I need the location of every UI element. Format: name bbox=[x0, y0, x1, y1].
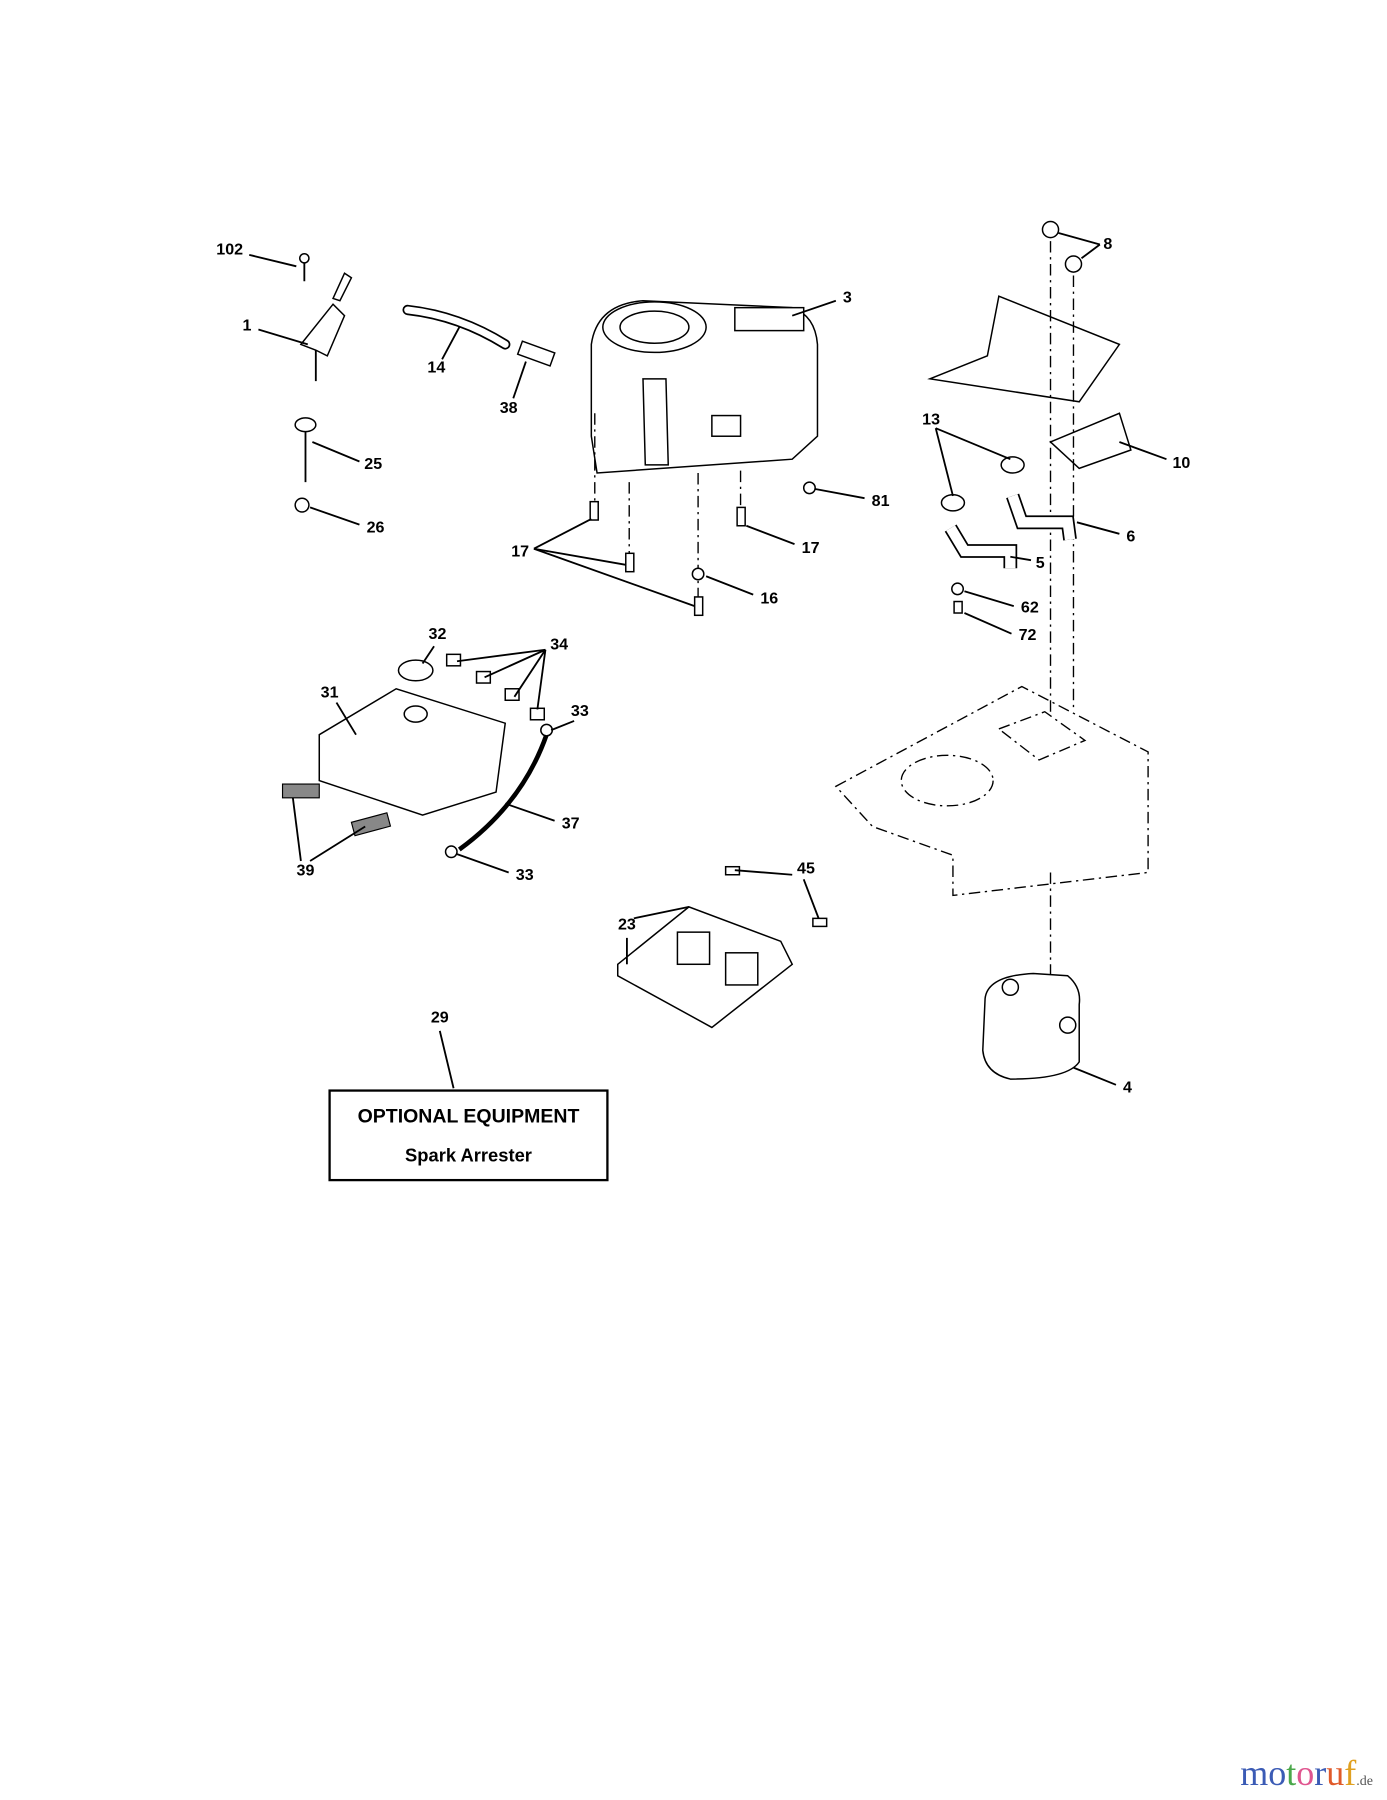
part-callout: 39 bbox=[297, 862, 315, 880]
leader-line bbox=[550, 720, 575, 731]
leader-line bbox=[964, 612, 1012, 635]
leader-line bbox=[734, 869, 793, 876]
air-cleaner-cover-part bbox=[318, 687, 507, 816]
leader-line bbox=[705, 575, 754, 596]
leader-line bbox=[1080, 243, 1101, 260]
part-callout: 33 bbox=[571, 702, 589, 720]
part-callout: 3 bbox=[843, 289, 852, 307]
optional-equipment-box bbox=[328, 1089, 609, 1182]
leader-line bbox=[745, 524, 795, 545]
leader-line bbox=[1073, 1066, 1117, 1086]
leader-line bbox=[934, 427, 954, 497]
muffler-part bbox=[982, 972, 1081, 1080]
leader-line bbox=[791, 299, 837, 317]
bolt-part bbox=[589, 500, 599, 521]
part-callout: 1 bbox=[242, 316, 251, 334]
part-callout: 5 bbox=[1036, 554, 1045, 572]
leader-line bbox=[815, 488, 865, 500]
part-callout: 6 bbox=[1126, 527, 1135, 545]
leader-line bbox=[802, 879, 820, 919]
part-callout: 23 bbox=[618, 916, 636, 934]
leader-line bbox=[1010, 555, 1032, 562]
leader-line bbox=[484, 648, 546, 679]
part-callout: 13 bbox=[922, 410, 940, 428]
part-callout: 8 bbox=[1103, 235, 1112, 253]
part-callout: 45 bbox=[797, 859, 815, 877]
part-callout: 17 bbox=[802, 539, 820, 557]
leader-line bbox=[1076, 521, 1120, 535]
leader-line bbox=[633, 905, 690, 920]
part-callout: 16 bbox=[760, 589, 778, 607]
leader-line bbox=[441, 326, 461, 360]
part-callout: 25 bbox=[364, 455, 382, 473]
leader-line bbox=[421, 645, 435, 665]
frame-outline bbox=[834, 685, 1149, 897]
part-callout: 14 bbox=[427, 359, 445, 377]
leader-line bbox=[249, 253, 297, 268]
part-callout: 29 bbox=[431, 1008, 449, 1026]
leader-line bbox=[335, 702, 357, 736]
part-callout: 37 bbox=[562, 814, 580, 832]
part-callout: 10 bbox=[1172, 454, 1190, 472]
leader-line bbox=[533, 547, 626, 566]
leader-line bbox=[291, 797, 302, 862]
throttle-control-part bbox=[299, 252, 353, 382]
part-callout: 81 bbox=[872, 492, 890, 510]
leader-line bbox=[1119, 441, 1167, 461]
leader-line bbox=[533, 547, 695, 607]
part-callout: 4 bbox=[1123, 1079, 1132, 1097]
part-callout: 62 bbox=[1021, 599, 1039, 617]
part-callout: 17 bbox=[511, 542, 529, 560]
leader-line bbox=[438, 1030, 455, 1089]
part-callout: 38 bbox=[500, 399, 518, 417]
part-callout: 31 bbox=[321, 684, 339, 702]
fuel-filter-part bbox=[516, 340, 556, 367]
part-callout: 32 bbox=[429, 625, 447, 643]
engine-part bbox=[590, 300, 819, 474]
leader-line bbox=[309, 825, 366, 862]
leader-line bbox=[935, 427, 1011, 461]
leader-line bbox=[456, 648, 546, 663]
part-callout: 33 bbox=[516, 866, 534, 884]
motoruf-logo: motoruf.de bbox=[1240, 1753, 1373, 1793]
leader-line bbox=[964, 590, 1015, 608]
part-callout: 26 bbox=[367, 518, 385, 536]
leader-line bbox=[504, 802, 555, 822]
heat-shield-part bbox=[927, 295, 1121, 403]
leader-line bbox=[512, 361, 527, 399]
leader-line bbox=[456, 853, 509, 874]
optional-equipment-title: OPTIONAL EQUIPMENT bbox=[358, 1106, 580, 1128]
leader-line bbox=[513, 649, 547, 698]
part-callout: 102 bbox=[216, 241, 243, 259]
leader-line bbox=[312, 441, 360, 463]
spark-arrester-text: Spark Arrester bbox=[405, 1145, 532, 1166]
leader-line bbox=[309, 506, 360, 526]
leader-line bbox=[258, 328, 309, 346]
leader-line bbox=[536, 649, 547, 710]
leader-line bbox=[533, 518, 592, 550]
part-callout: 34 bbox=[550, 635, 568, 653]
part-callout: 72 bbox=[1019, 626, 1037, 644]
leader-line bbox=[1058, 232, 1101, 246]
mounting-bracket-part bbox=[616, 906, 794, 1029]
